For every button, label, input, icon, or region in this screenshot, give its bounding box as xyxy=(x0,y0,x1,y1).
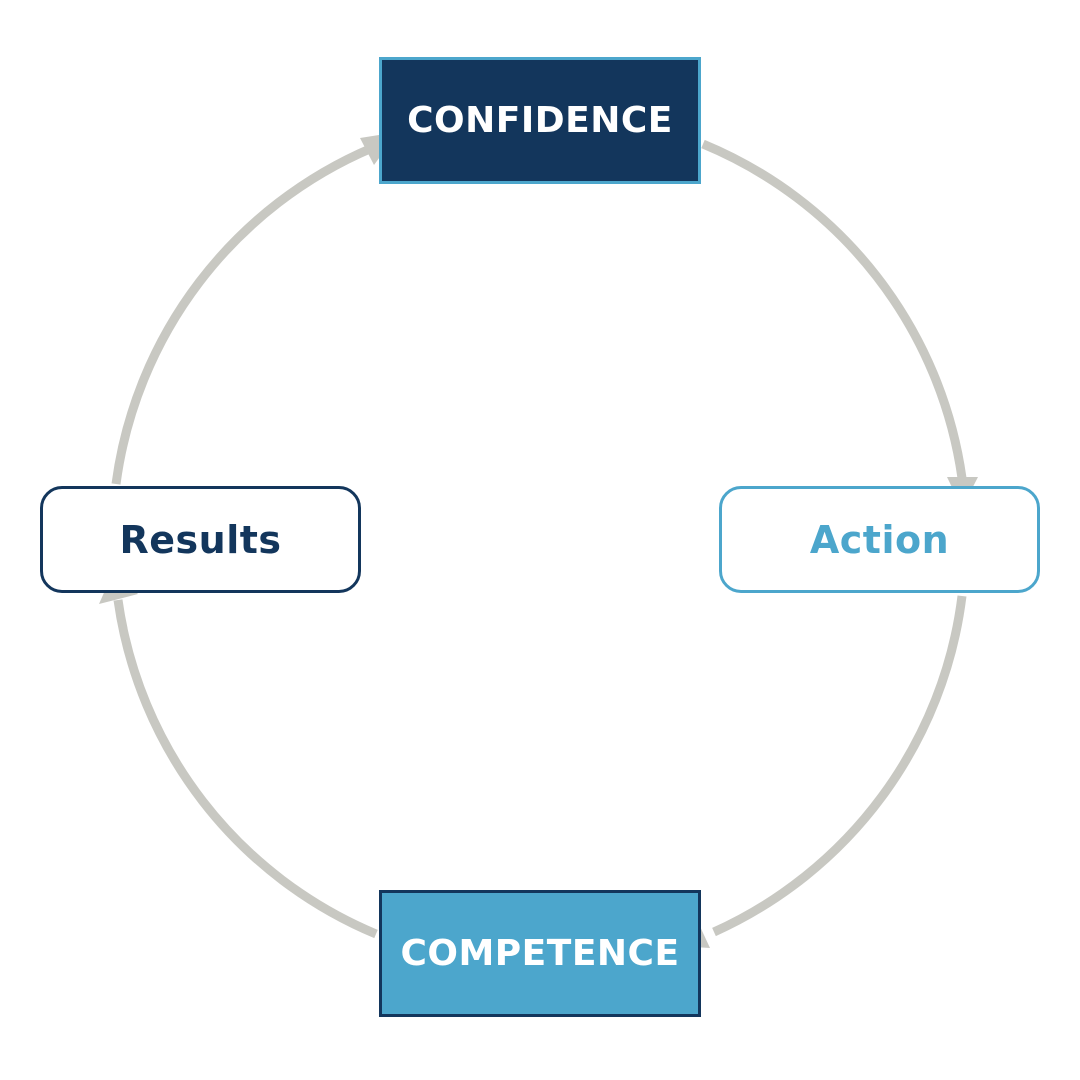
node-action: Action xyxy=(719,486,1040,593)
node-competence: COMPETENCE xyxy=(379,890,701,1017)
node-action-label: Action xyxy=(809,517,950,562)
node-results-label: Results xyxy=(119,517,282,562)
arrow-competence-to-results xyxy=(113,599,378,939)
arrow-action-to-competence xyxy=(712,595,967,937)
node-confidence-label: CONFIDENCE xyxy=(407,100,673,141)
node-competence-label: COMPETENCE xyxy=(400,933,680,974)
arrow-results-to-confidence xyxy=(111,143,374,485)
node-results: Results xyxy=(40,486,361,593)
node-confidence: CONFIDENCE xyxy=(379,57,701,184)
arrow-confidence-to-action xyxy=(701,139,967,479)
